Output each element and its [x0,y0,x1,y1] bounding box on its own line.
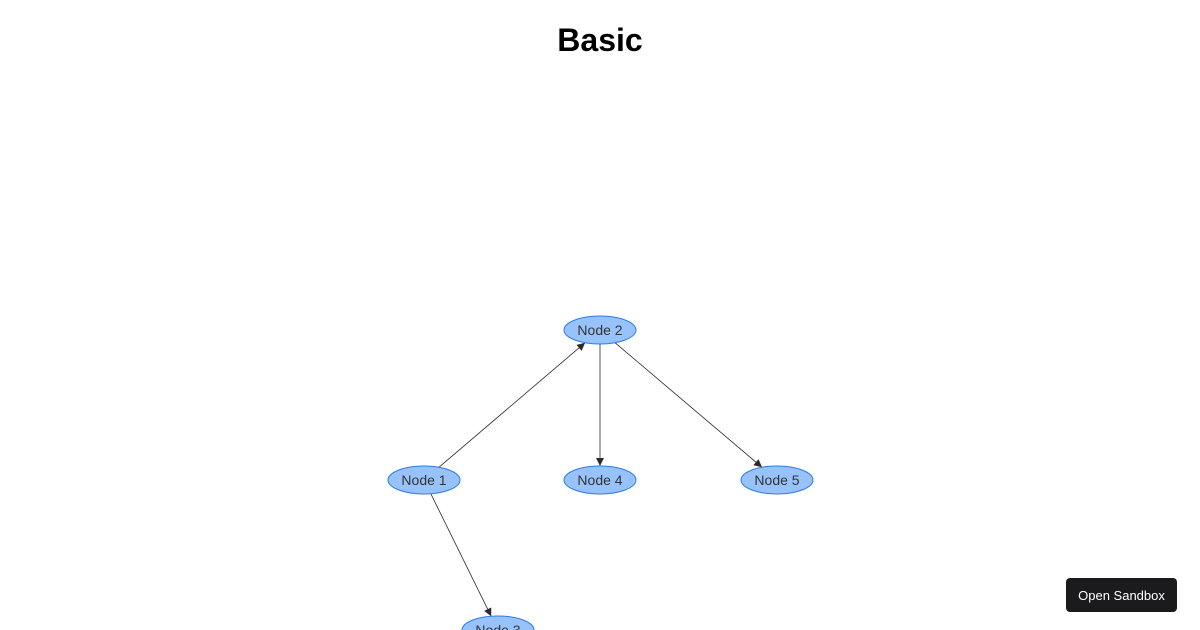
node-label: Node 1 [401,472,446,488]
edge-node1-to-node2[interactable] [438,342,586,468]
node-label: Node 5 [754,472,799,488]
node-label: Node 4 [577,472,622,488]
node-ellipse[interactable] [740,465,814,495]
node-5[interactable]: Node 5 [740,465,814,495]
node-ellipse[interactable] [563,315,637,345]
node-label: Node 2 [577,322,622,338]
edges-layer [430,342,763,617]
nodes-layer: Node 1 Node 2 Node 3 Node 4 Node 5 [387,315,814,630]
page-title: Basic [557,22,643,58]
node-2[interactable]: Node 2 [563,315,637,345]
node-ellipse[interactable] [563,465,637,495]
edge-node2-to-node5[interactable] [614,342,763,468]
edge-node1-to-node3[interactable] [430,493,492,617]
node-4[interactable]: Node 4 [563,465,637,495]
node-1[interactable]: Node 1 [387,465,461,495]
node-ellipse[interactable] [461,615,535,630]
open-sandbox-button[interactable]: Open Sandbox [1066,578,1177,612]
node-label: Node 3 [475,622,520,630]
node-3[interactable]: Node 3 [461,615,535,630]
node-ellipse[interactable] [387,465,461,495]
